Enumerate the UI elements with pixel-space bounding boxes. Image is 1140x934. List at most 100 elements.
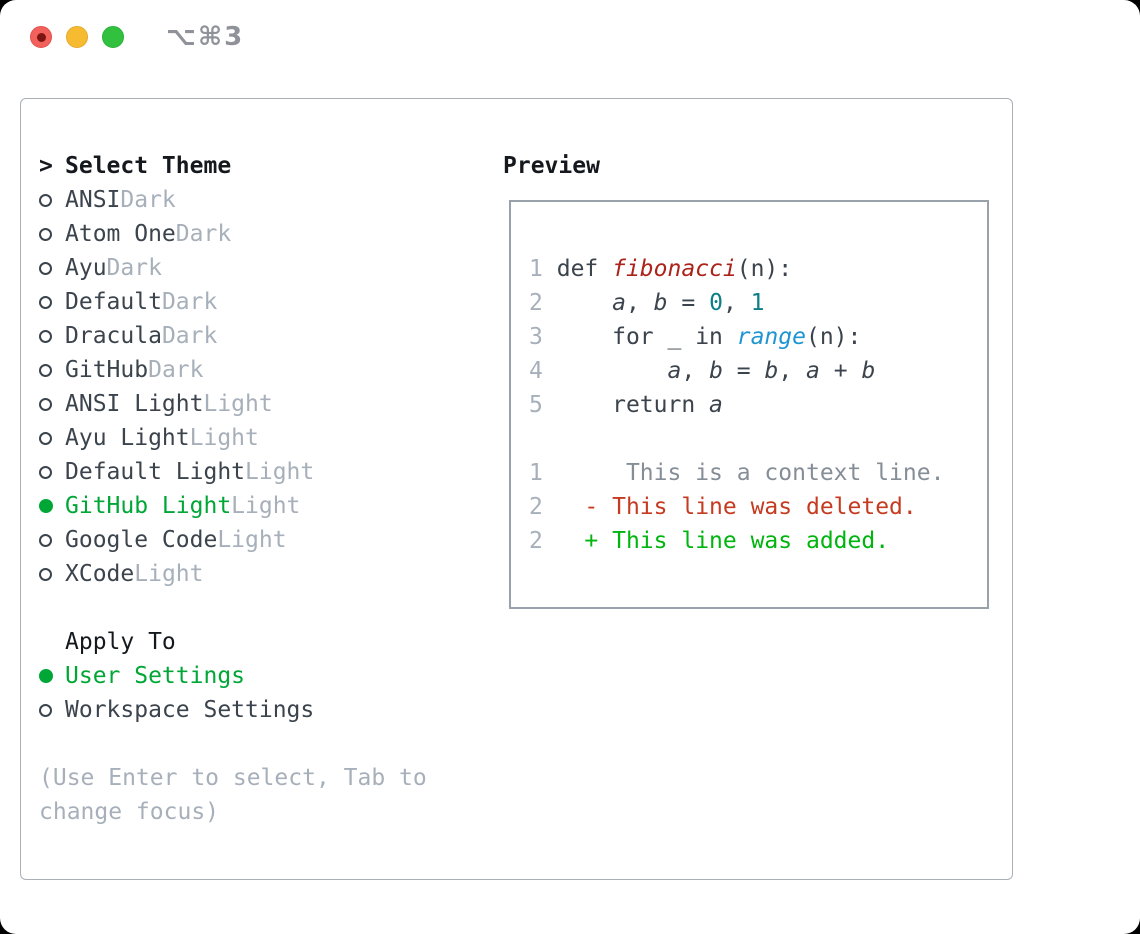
theme-option-ayu[interactable]: Ayu Dark [39, 251, 314, 285]
code-segment-plain: , [722, 290, 751, 316]
radio-unselected-icon [39, 193, 65, 207]
close-button[interactable] [30, 26, 52, 48]
code-segment-added: + This line was added. [556, 528, 890, 554]
theme-variant-badge: Dark [161, 289, 218, 315]
code-segment-func: fibonacci [612, 256, 737, 282]
theme-name: GitHub Light [65, 493, 232, 519]
apply-option-user-settings[interactable]: User Settings [39, 659, 314, 693]
theme-variant-badge: Light [245, 459, 315, 485]
line-number: 4 [529, 358, 543, 384]
preview-line: 2 a, b = 0, 1 [529, 286, 987, 320]
theme-name: GitHub [65, 357, 149, 383]
apply-to-header-row: Apply To [39, 625, 314, 659]
code-segment-context: This is a context line. [556, 460, 945, 486]
theme-option-github-light[interactable]: GitHub Light Light [39, 489, 314, 523]
theme-variant-badge: Dark [106, 255, 162, 281]
theme-option-ansi[interactable]: ANSI Dark [39, 183, 314, 217]
theme-option-ayu-light[interactable]: Ayu Light Light [39, 421, 314, 455]
preview-line: 5 return a [529, 388, 987, 422]
preview-line: 2 + This line was added. [529, 524, 987, 558]
theme-option-xcode[interactable]: XCode Light [39, 557, 314, 591]
radio-unselected-icon [39, 431, 65, 445]
preview-line: 4 a, b = b, a + b [529, 354, 987, 388]
window-title: ⌥⌘3 [166, 22, 245, 52]
preview-line: 1 def fibonacci(n): [529, 252, 987, 286]
theme-variant-badge: Light [189, 425, 259, 451]
code-segment-plain: for _ in [556, 324, 737, 350]
code-segment-var: b [764, 358, 779, 384]
theme-option-atom-one[interactable]: Atom One Dark [39, 217, 314, 251]
code-segment-call: range [736, 324, 806, 350]
code-segment-var: b [861, 358, 876, 384]
apply-to-title: Apply To [65, 629, 176, 655]
theme-option-default[interactable]: Default Dark [39, 285, 314, 319]
code-segment-plain: + [819, 358, 862, 384]
theme-option-dracula[interactable]: Dracula Dark [39, 319, 314, 353]
radio-unselected-icon [39, 567, 65, 581]
theme-variant-badge: Light [217, 527, 287, 553]
code-segment-var: b [653, 290, 668, 316]
code-segment-plain [557, 358, 668, 384]
code-segment-plain: (n): [805, 324, 862, 350]
radio-selected-icon [39, 669, 65, 683]
theme-variant-badge: Dark [148, 357, 204, 383]
unsaved-changes-dot-icon [36, 32, 46, 42]
minimize-button[interactable] [66, 26, 88, 48]
theme-name: Default [65, 289, 162, 315]
code-segment-var: a [612, 290, 626, 316]
radio-unselected-icon [39, 703, 65, 717]
code-segment-plain [557, 290, 612, 316]
maximize-button[interactable] [102, 26, 124, 48]
line-number: 3 [529, 324, 543, 350]
code-segment-var: a [709, 392, 723, 418]
code-segment-deleted: - This line was deleted. [556, 494, 917, 520]
theme-option-github[interactable]: GitHub Dark [39, 353, 314, 387]
theme-variant-badge: Dark [161, 323, 218, 349]
preview-line: 1 This is a context line. [529, 456, 987, 490]
theme-name: Google Code [65, 527, 218, 553]
theme-option-google-code[interactable]: Google Code Light [39, 523, 314, 557]
preview-title: Preview [503, 153, 600, 179]
theme-option-default-light[interactable]: Default Light Light [39, 455, 314, 489]
code-segment-plain: , [681, 358, 710, 384]
code-segment-plain: = [722, 358, 765, 384]
theme-name: ANSI Light [65, 391, 204, 417]
traffic-lights [30, 26, 124, 48]
theme-variant-badge: Dark [175, 221, 232, 247]
radio-unselected-icon [39, 261, 65, 275]
theme-name: XCode [65, 561, 135, 587]
theme-name: Ayu [65, 255, 107, 281]
theme-variant-badge: Dark [120, 187, 176, 213]
apply-option-workspace-settings[interactable]: Workspace Settings [39, 693, 314, 727]
theme-list-header-row: > Select Theme [39, 149, 314, 183]
line-number: 2 [529, 528, 543, 554]
code-segment-plain: (n): [736, 256, 793, 282]
radio-unselected-icon [39, 397, 65, 411]
code-segment-plain: , [778, 358, 807, 384]
radio-unselected-icon [39, 465, 65, 479]
code-segment-num: 0 [709, 290, 723, 316]
line-number: 2 [529, 290, 543, 316]
line-number: 1 [529, 460, 543, 486]
theme-variant-badge: Light [231, 493, 301, 519]
theme-list-title: Select Theme [65, 153, 232, 179]
code-segment-var: b [709, 358, 723, 384]
theme-name: Default Light [65, 459, 246, 485]
line-number: 5 [529, 392, 543, 418]
theme-option-ansi-light[interactable]: ANSI Light Light [39, 387, 314, 421]
apply-option-label: User Settings [65, 663, 246, 689]
code-segment-plain: = [667, 290, 710, 316]
code-segment-num: 1 [750, 290, 765, 316]
selection-cursor-icon: > [39, 153, 53, 179]
theme-variant-badge: Light [203, 391, 273, 417]
preview-line: 2 - This line was deleted. [529, 490, 987, 524]
radio-unselected-icon [39, 363, 65, 377]
theme-name: Ayu Light [65, 425, 190, 451]
code-segment-var: a [667, 358, 682, 384]
titlebar: ⌥⌘3 [0, 0, 1140, 74]
preview-line: 3 for _ in range(n): [529, 320, 987, 354]
